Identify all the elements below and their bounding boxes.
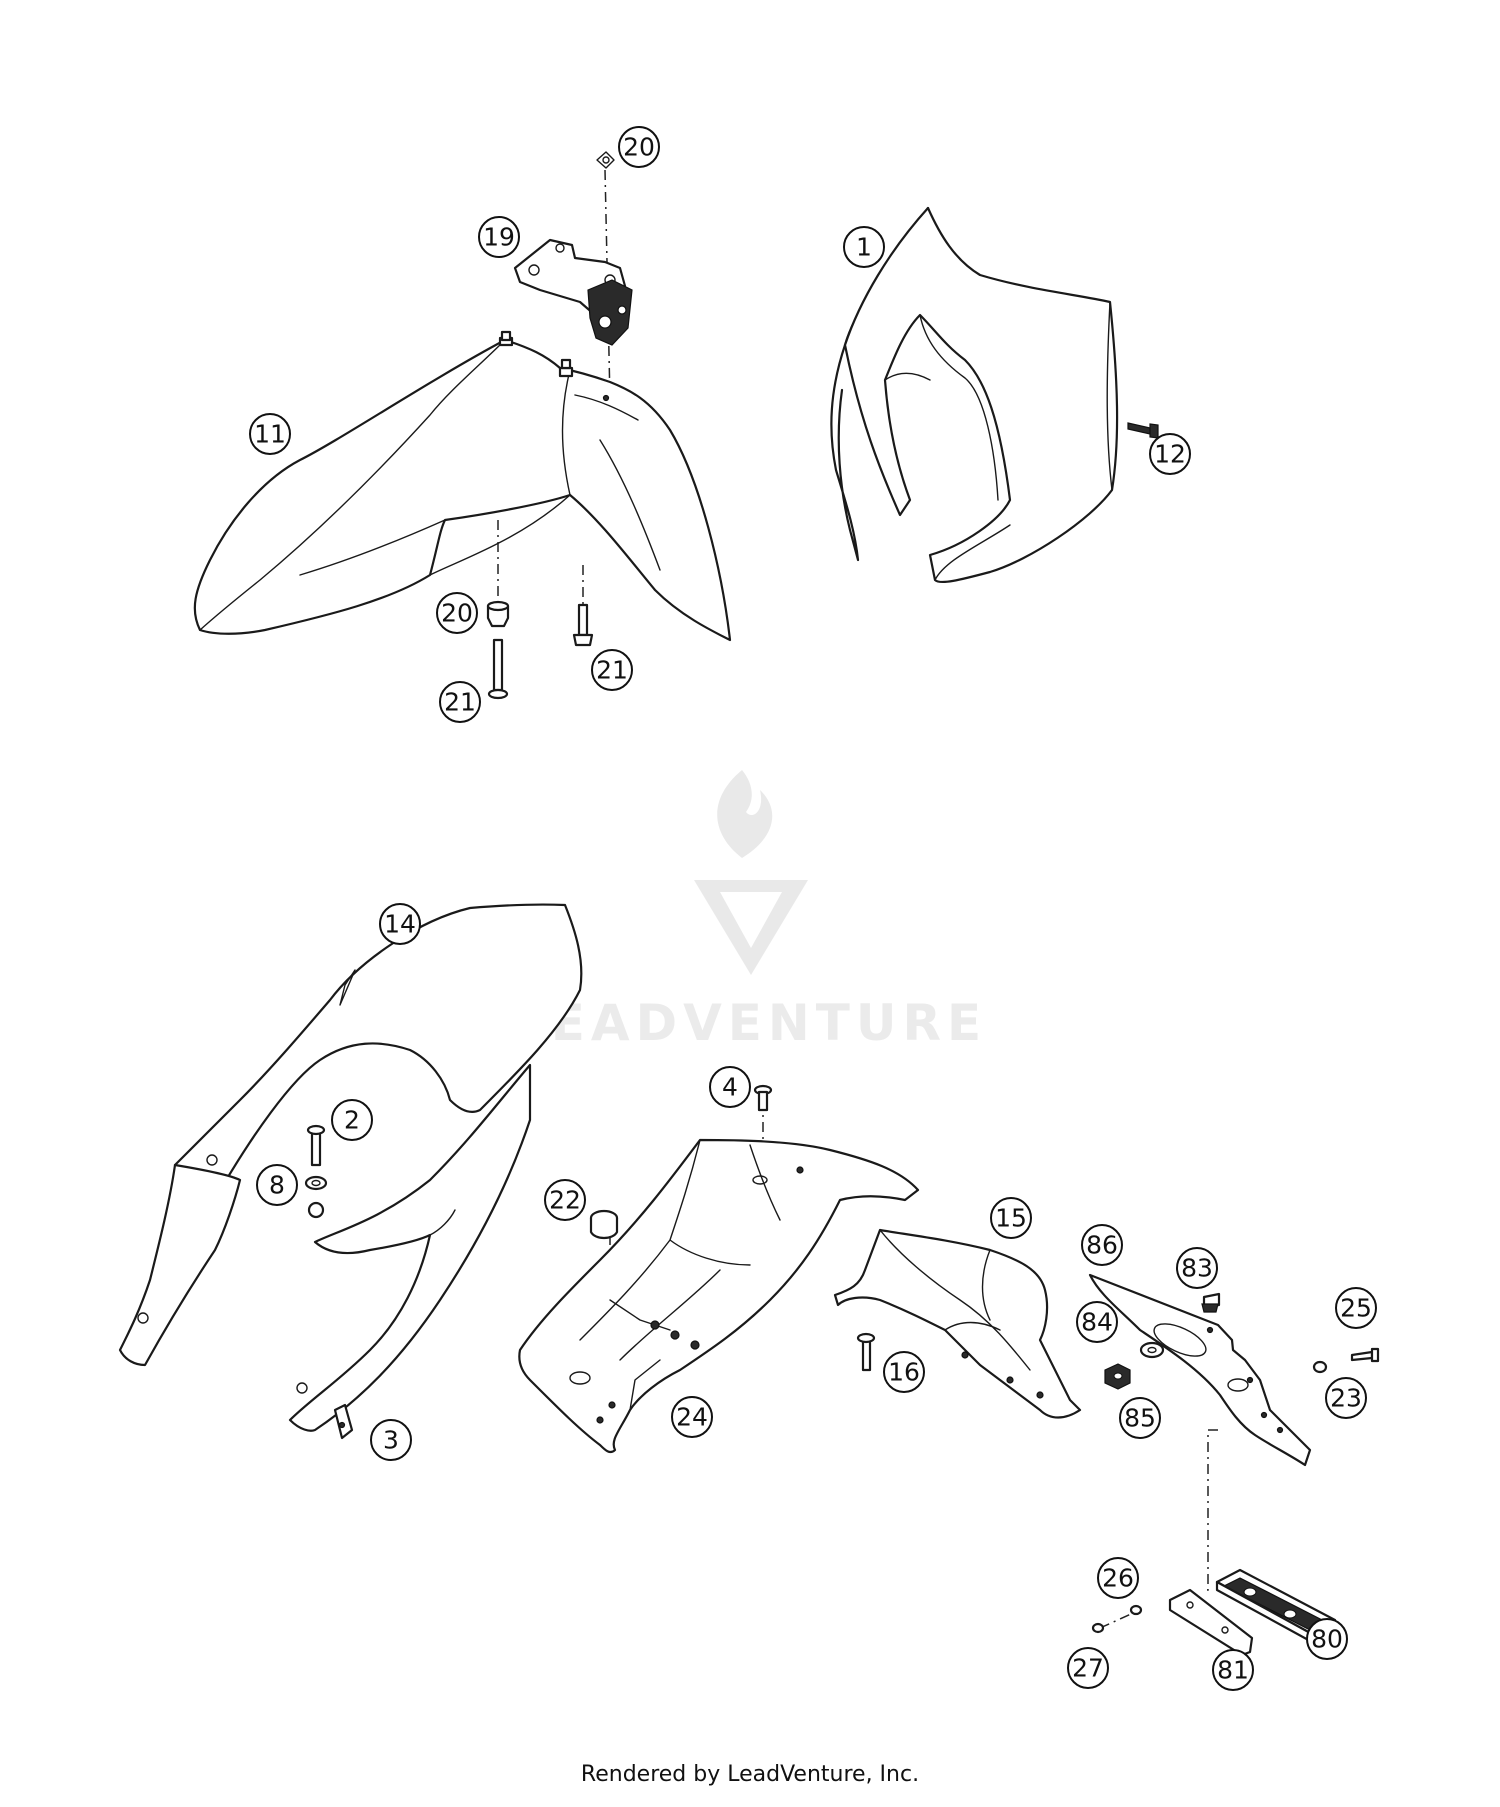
part-80-reflector: [1215, 1568, 1337, 1644]
part-21-bolt-left: [487, 638, 509, 700]
callout-11: 11: [249, 413, 291, 455]
part-19-fender-bracket: [513, 238, 633, 346]
svg-text:21: 21: [444, 688, 476, 717]
part-3-clip: [333, 1403, 354, 1440]
svg-text:26: 26: [1102, 1564, 1134, 1593]
part-83-screw: [1201, 1292, 1221, 1313]
svg-text:20: 20: [441, 599, 473, 628]
svg-text:84: 84: [1081, 1308, 1113, 1337]
watermark-v-icon: [694, 880, 808, 975]
part-27-nut: [1091, 1622, 1105, 1634]
callout-19: 19: [478, 216, 520, 258]
callout-81: 81: [1212, 1649, 1254, 1691]
svg-text:8: 8: [269, 1171, 285, 1200]
callout-83: 83: [1176, 1247, 1218, 1289]
svg-text:24: 24: [676, 1403, 708, 1432]
part-25-screw: [1350, 1347, 1380, 1363]
footer-credit: Rendered by LeadVenture, Inc.: [580, 1762, 920, 1787]
svg-text:1: 1: [856, 233, 872, 262]
part-85-nut: [1104, 1363, 1131, 1390]
part-26-washer: [1129, 1604, 1143, 1616]
svg-text:16: 16: [888, 1358, 920, 1387]
svg-text:27: 27: [1072, 1654, 1104, 1683]
part-24-rear-fender: [518, 1138, 920, 1454]
part-22-grommet: [589, 1209, 619, 1240]
callout-84: 84: [1076, 1301, 1118, 1343]
svg-text:83: 83: [1181, 1254, 1213, 1283]
callout-22: 22: [544, 1179, 586, 1221]
callout-86: 86: [1081, 1224, 1123, 1266]
part-2-bolt: [306, 1124, 326, 1167]
part-86-plate-bracket: [1088, 1273, 1312, 1467]
part-15-fender-extension: [833, 1228, 1082, 1419]
callout-21-left: 21: [439, 681, 481, 723]
callout-23: 23: [1325, 1377, 1367, 1419]
part-4-bolt: [753, 1084, 773, 1112]
svg-text:11: 11: [254, 420, 286, 449]
svg-text:85: 85: [1124, 1404, 1156, 1433]
svg-text:14: 14: [384, 910, 416, 939]
svg-text:2: 2: [344, 1106, 360, 1135]
callout-14: 14: [379, 903, 421, 945]
part-20-lower: [486, 600, 510, 628]
part-12-screw: [1127, 422, 1159, 439]
callout-8: 8: [256, 1164, 298, 1206]
svg-text:15: 15: [995, 1204, 1027, 1233]
part-23-washer: [1312, 1360, 1328, 1374]
callout-26: 26: [1097, 1557, 1139, 1599]
part-14-side-panels: [118, 903, 583, 1432]
callout-1: 1: [843, 226, 885, 268]
callout-20-top: 20: [618, 126, 660, 168]
leadventure-watermark: LEADVENTURE: [513, 770, 987, 1052]
svg-text:21: 21: [596, 656, 628, 685]
svg-text:81: 81: [1217, 1656, 1249, 1685]
callout-3: 3: [370, 1419, 412, 1461]
part-20-top: [596, 151, 615, 169]
svg-text:23: 23: [1330, 1384, 1362, 1413]
svg-text:80: 80: [1311, 1625, 1343, 1654]
svg-text:19: 19: [483, 223, 515, 252]
svg-text:22: 22: [549, 1186, 581, 1215]
callout-15: 15: [990, 1197, 1032, 1239]
callout-27: 27: [1067, 1647, 1109, 1689]
callout-20-lower: 20: [436, 592, 478, 634]
part-84-washer: [1139, 1341, 1165, 1359]
svg-text:3: 3: [383, 1426, 399, 1455]
callout-25: 25: [1335, 1287, 1377, 1329]
part-81-reflector-bracket: [1168, 1588, 1254, 1657]
callout-12: 12: [1149, 433, 1191, 475]
callout-4: 4: [709, 1066, 751, 1108]
svg-text:12: 12: [1154, 440, 1186, 469]
part-11-front-fender: [193, 330, 732, 642]
callout-2: 2: [331, 1099, 373, 1141]
callout-85: 85: [1119, 1397, 1161, 1439]
callout-80: 80: [1306, 1618, 1348, 1660]
watermark-text: LEADVENTURE: [513, 994, 987, 1052]
part-21-bolt-right: [572, 603, 594, 647]
svg-text:4: 4: [722, 1073, 738, 1102]
part-1-headlight-mask: [830, 206, 1119, 584]
svg-text:20: 20: [623, 133, 655, 162]
part-8-washer: [304, 1175, 328, 1219]
svg-text:86: 86: [1086, 1231, 1118, 1260]
callout-16: 16: [883, 1351, 925, 1393]
watermark-flame-icon: [717, 770, 773, 858]
part-16-bolt: [856, 1332, 876, 1372]
callout-24: 24: [671, 1396, 713, 1438]
callout-21-right: 21: [591, 649, 633, 691]
svg-text:25: 25: [1340, 1294, 1372, 1323]
